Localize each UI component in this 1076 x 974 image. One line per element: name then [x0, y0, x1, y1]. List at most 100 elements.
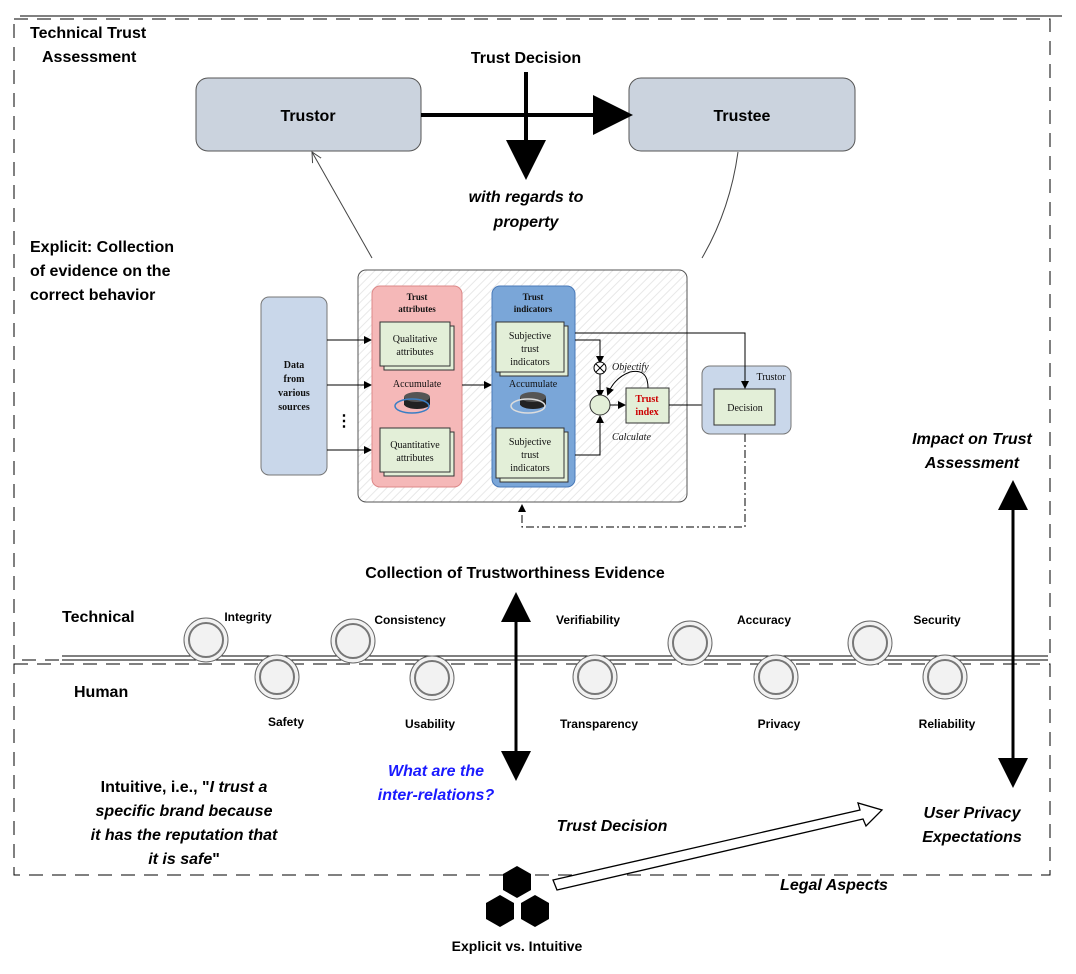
- subjective-bottom-1: Subjective: [509, 437, 552, 448]
- accumulate-attr: Accumulate: [393, 379, 442, 390]
- prop-reliability: Reliability: [919, 717, 976, 731]
- database-icon-top: [404, 392, 430, 402]
- objectify-arrow: [575, 339, 604, 364]
- intuitive-line-3: it has the reputation that: [91, 827, 278, 844]
- trustor-label: Trustor: [280, 108, 335, 125]
- subjective-bottom-3: indicators: [510, 463, 550, 474]
- sum-node: [589, 394, 611, 416]
- decision-label: Decision: [727, 403, 763, 414]
- data-sources-1: Data: [284, 360, 305, 371]
- inter-relations-2: inter-relations?: [378, 787, 495, 804]
- trustee-label: Trustee: [714, 108, 771, 125]
- quantitative-box: [379, 427, 451, 473]
- quantitative-1: Quantitative: [390, 440, 440, 451]
- decision-feedback-arrow: [518, 434, 746, 528]
- intuitive-line-1-italic: I trust a: [210, 779, 268, 796]
- trust-indicators-title-1: Trust: [523, 292, 544, 302]
- qualitative-1: Qualitative: [393, 334, 438, 345]
- intuitive-line-1-pre: Intuitive, i.e., ": [101, 779, 210, 796]
- data-sources-2: from: [284, 374, 306, 385]
- bead-reliability-inner: [927, 659, 963, 695]
- data-sources-3: various: [278, 388, 310, 399]
- cycle-icon-2: [510, 398, 546, 414]
- ellipsis-dots: ⋮: [336, 413, 352, 430]
- cycle-icon: [394, 398, 430, 414]
- bead-safety-inner: [259, 659, 295, 695]
- intuitive-line-4-post: ": [212, 851, 220, 868]
- quantitative-2: attributes: [396, 453, 433, 464]
- intuitive-line-2: specific brand because: [96, 803, 273, 820]
- trust-index-2: index: [635, 407, 658, 418]
- explicit-2: of evidence on the: [30, 263, 171, 280]
- explicit-3: correct behavior: [30, 287, 155, 304]
- technical-beads: [183, 617, 893, 666]
- intuitive-line-4: it is safe": [148, 851, 220, 868]
- subjective-bottom-2: trust: [521, 450, 539, 461]
- trust-decision-bottom: Trust Decision: [557, 818, 668, 835]
- trust-index-1: Trust: [635, 394, 659, 405]
- prop-integrity: Integrity: [224, 610, 272, 624]
- accumulate-ind: Accumulate: [509, 379, 558, 390]
- human-label: Human: [74, 684, 128, 701]
- impact-2: Assessment: [924, 455, 1020, 472]
- feedback-loop-arrow: [606, 370, 649, 396]
- technical-label: Technical: [62, 609, 135, 626]
- inter-relations-1: What are the: [388, 763, 484, 780]
- bead-integrity-inner: [188, 622, 224, 658]
- bead-privacy-inner: [758, 659, 794, 695]
- subjective-top-box: [495, 321, 565, 373]
- subjective-to-decision-arrow: [575, 332, 749, 389]
- decision-box: [713, 388, 776, 426]
- bead-transparency-inner: [577, 659, 613, 695]
- bead-security-inner: [852, 625, 888, 661]
- data-sources-box: [260, 296, 328, 476]
- subjective-top-2: trust: [521, 344, 539, 355]
- with-regards-1: with regards to: [469, 189, 584, 206]
- human-beads: [254, 654, 968, 701]
- trust-attributes-title-1: Trust: [407, 292, 428, 302]
- prop-security: Security: [913, 613, 961, 627]
- trust-attributes-title-2: attributes: [398, 304, 436, 314]
- prop-safety: Safety: [268, 715, 304, 729]
- impact-1: Impact on Trust: [912, 431, 1032, 448]
- calculate-arrow: [575, 415, 604, 456]
- trust-model-inset: Data from various sources ⋮ Trust attrib…: [260, 269, 792, 528]
- bead-usability-inner: [414, 660, 450, 696]
- bead-accuracy-inner: [672, 625, 708, 661]
- calculate-label: Calculate: [612, 432, 651, 443]
- subjective-bottom-box: [495, 427, 565, 479]
- subjective-top-3: indicators: [510, 357, 550, 368]
- qualitative-2: attributes: [396, 347, 433, 358]
- hexagon-right: [521, 895, 549, 927]
- evidence-to-trustor-arrow: [312, 152, 373, 259]
- prop-accuracy: Accuracy: [737, 613, 791, 627]
- hollow-trend-arrow: [552, 802, 884, 891]
- trust-decision-top: Trust Decision: [471, 50, 581, 67]
- explicit-vs-intuitive: Explicit vs. Intuitive: [452, 938, 583, 954]
- prop-usability: Usability: [405, 717, 455, 731]
- prop-verifiability: Verifiability: [556, 613, 620, 627]
- collection-title: Collection of Trustworthiness Evidence: [365, 565, 665, 582]
- with-regards-2: property: [493, 214, 560, 231]
- explicit-1: Explicit: Collection: [30, 239, 174, 256]
- intuitive-line-4-italic: it is safe: [148, 851, 212, 868]
- objectify-label: Objectify: [612, 362, 649, 373]
- human-region: [13, 663, 1051, 876]
- legal-aspects: Legal Aspects: [780, 877, 888, 894]
- technical-trust-title-1: Technical Trust: [30, 25, 147, 42]
- qualitative-box: [379, 321, 451, 367]
- prop-transparency: Transparency: [560, 717, 638, 731]
- hexagon-cluster-icon: [486, 866, 549, 927]
- trustor-mini-label: Trustor: [756, 372, 786, 383]
- user-privacy-1: User Privacy: [924, 805, 1022, 822]
- bead-consistency-inner: [335, 623, 371, 659]
- data-sources-4: sources: [278, 402, 310, 413]
- prop-privacy: Privacy: [758, 717, 801, 731]
- technical-trust-title-2: Assessment: [42, 49, 137, 66]
- hexagon-left: [486, 895, 514, 927]
- subjective-top-1: Subjective: [509, 331, 552, 342]
- trust-indicators-title-2: indicators: [514, 304, 553, 314]
- trustee-to-evidence-curve: [701, 151, 739, 259]
